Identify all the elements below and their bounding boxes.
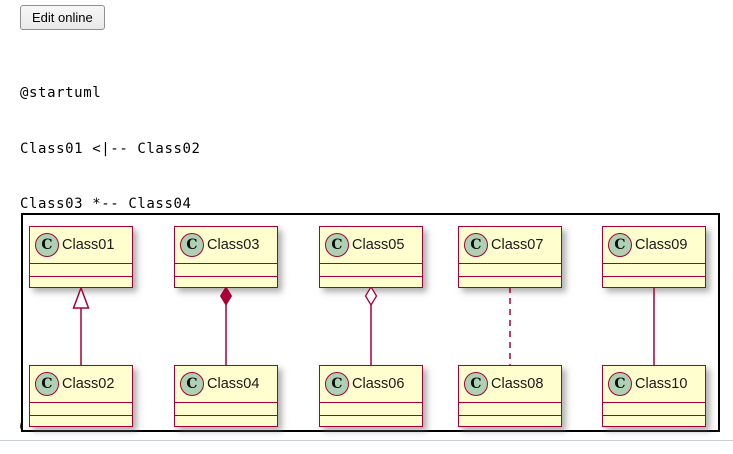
class-icon: C: [608, 233, 632, 257]
class-name: Class01: [62, 237, 115, 253]
methods-compartment: [175, 275, 277, 289]
extension-connector-triangle-icon: [72, 287, 90, 365]
class-icon: C: [180, 233, 204, 257]
class-box-class04: C Class04: [174, 365, 278, 427]
attributes-compartment: [30, 263, 132, 276]
methods-compartment: [603, 414, 705, 428]
class-box-class10: C Class10: [602, 365, 706, 427]
class-icon: C: [608, 372, 632, 396]
class-box-class02: C Class02: [29, 365, 133, 427]
class-name: Class06: [352, 376, 405, 392]
attributes-compartment: [603, 402, 705, 415]
methods-compartment: [30, 275, 132, 289]
class-box-class06: C Class06: [319, 365, 423, 427]
attributes-compartment: [175, 402, 277, 415]
class-title: C Class09: [603, 227, 705, 263]
class-icon: C: [325, 372, 349, 396]
class-name: Class09: [635, 237, 688, 253]
dashed-dependency-connector: [509, 287, 511, 365]
code-line: Class03 *-- Class04: [20, 196, 192, 212]
class-box-class05: C Class05: [319, 226, 423, 288]
attributes-compartment: [30, 402, 132, 415]
class-box-class07: C Class07: [458, 226, 562, 288]
edit-online-button[interactable]: Edit online: [20, 5, 105, 30]
attributes-compartment: [459, 263, 561, 276]
class-title: C Class03: [175, 227, 277, 263]
attributes-compartment: [320, 402, 422, 415]
class-icon: C: [325, 233, 349, 257]
class-name: Class04: [207, 376, 260, 392]
class-box-class08: C Class08: [458, 365, 562, 427]
attributes-compartment: [459, 402, 561, 415]
class-title: C Class01: [30, 227, 132, 263]
methods-compartment: [603, 275, 705, 289]
class-name: Class02: [62, 376, 115, 392]
class-box-class01: C Class01: [29, 226, 133, 288]
composition-connector-filled-diamond-icon: [219, 287, 233, 365]
class-icon: C: [464, 233, 488, 257]
methods-compartment: [30, 414, 132, 428]
attributes-compartment: [175, 263, 277, 276]
class-icon: C: [464, 372, 488, 396]
class-title: C Class05: [320, 227, 422, 263]
class-title: C Class07: [459, 227, 561, 263]
class-box-class03: C Class03: [174, 226, 278, 288]
class-name: Class07: [491, 237, 544, 253]
class-name: Class10: [635, 376, 688, 392]
class-icon: C: [180, 372, 204, 396]
aggregation-connector-hollow-diamond-icon: [364, 287, 378, 365]
methods-compartment: [320, 275, 422, 289]
class-title: C Class10: [603, 366, 705, 402]
methods-compartment: [320, 414, 422, 428]
class-title: C Class02: [30, 366, 132, 402]
attributes-compartment: [320, 263, 422, 276]
class-name: Class08: [491, 376, 544, 392]
code-line: Class01 <|-- Class02: [20, 140, 201, 157]
class-title: C Class06: [320, 366, 422, 402]
class-icon: C: [35, 372, 59, 396]
class-name: Class05: [352, 237, 405, 253]
code-line: @startuml: [20, 85, 102, 101]
class-name: Class03: [207, 237, 260, 253]
class-box-class09: C Class09: [602, 226, 706, 288]
methods-compartment: [459, 275, 561, 289]
methods-compartment: [175, 414, 277, 428]
class-title: C Class04: [175, 366, 277, 402]
class-title: C Class08: [459, 366, 561, 402]
methods-compartment: [459, 414, 561, 428]
attributes-compartment: [603, 263, 705, 276]
association-connector: [653, 287, 655, 365]
class-diagram: C Class01 C Class03 C Class05 C Class07 …: [21, 213, 720, 432]
class-icon: C: [35, 233, 59, 257]
page-divider: [0, 440, 733, 441]
